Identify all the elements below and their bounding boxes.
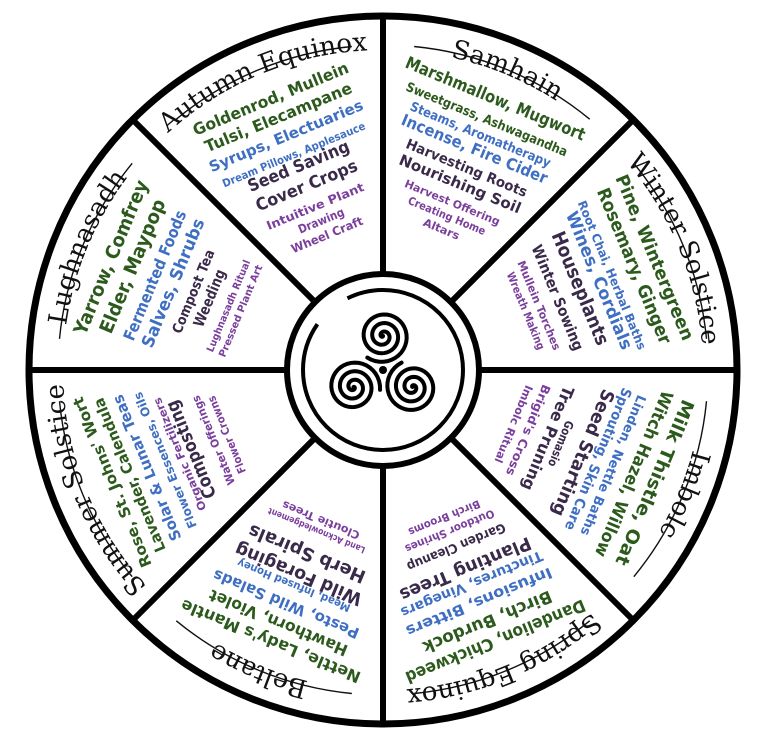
title-underline <box>58 401 133 578</box>
title-underline <box>414 620 591 695</box>
spiral-center-dot <box>379 366 387 374</box>
spoke <box>130 117 318 305</box>
spiral-outer-ring <box>301 288 465 452</box>
spoke <box>448 435 636 623</box>
spiral-arm <box>385 360 436 412</box>
title-underline <box>175 45 352 120</box>
title-underline <box>633 162 708 339</box>
spiral-arm <box>329 360 383 410</box>
spiral-arm <box>361 312 409 364</box>
triskelion-spiral-icon <box>301 288 465 452</box>
title-underline <box>175 620 352 695</box>
spoke <box>448 117 636 305</box>
spoke <box>130 435 318 623</box>
wheel-structure <box>25 12 741 728</box>
title-underline <box>414 45 591 120</box>
title-underline <box>58 162 133 339</box>
title-underline <box>633 401 708 578</box>
